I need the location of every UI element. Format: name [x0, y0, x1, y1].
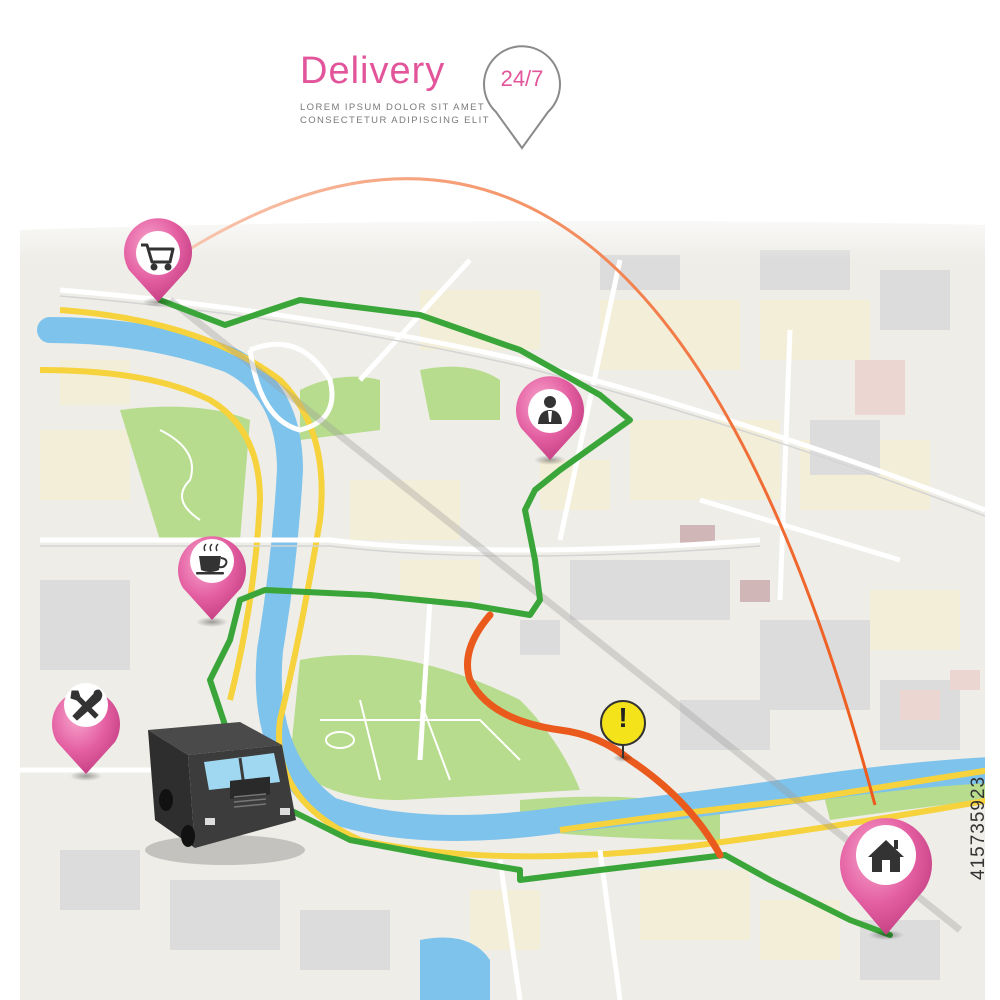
warning-marker[interactable]: [600, 700, 646, 762]
exclamation-icon: !: [618, 702, 628, 733]
river: [37, 317, 985, 841]
pin-businessman[interactable]: [516, 376, 584, 465]
badge-pin-outline: [483, 45, 561, 150]
tools-icon: [70, 689, 103, 721]
streets: [20, 258, 985, 1000]
shopping-cart-icon: [141, 243, 175, 271]
buildings-pink: [855, 360, 980, 720]
tagline-line-2: CONSECTETUR ADIPISCING ELIT: [300, 115, 490, 126]
pin-cart[interactable]: [124, 218, 193, 307]
city-blocks: [40, 290, 960, 960]
coffee-cup-icon: [196, 543, 228, 575]
watermark-id: 415735923: [968, 775, 989, 880]
delivery-van-icon[interactable]: [145, 722, 305, 865]
home-icon: [868, 840, 904, 872]
tagline-line-1: LOREM IPSUM DOLOR SIT AMET: [300, 102, 486, 113]
brand-title: Delivery: [300, 50, 446, 92]
delivery-arc: [179, 177, 877, 806]
badge-24-7: 24/7: [500, 66, 544, 91]
pond: [420, 937, 490, 1000]
pin-tools[interactable]: [52, 683, 120, 781]
businessman-icon: [538, 396, 562, 424]
street-edges: [40, 295, 985, 557]
railway: [167, 297, 963, 933]
pin-home[interactable]: [839, 818, 932, 940]
route-green: [157, 297, 893, 938]
pin-coffee[interactable]: [178, 536, 247, 627]
map-area: [20, 221, 985, 1000]
park-paths: [159, 429, 521, 781]
route-red: [464, 611, 724, 859]
